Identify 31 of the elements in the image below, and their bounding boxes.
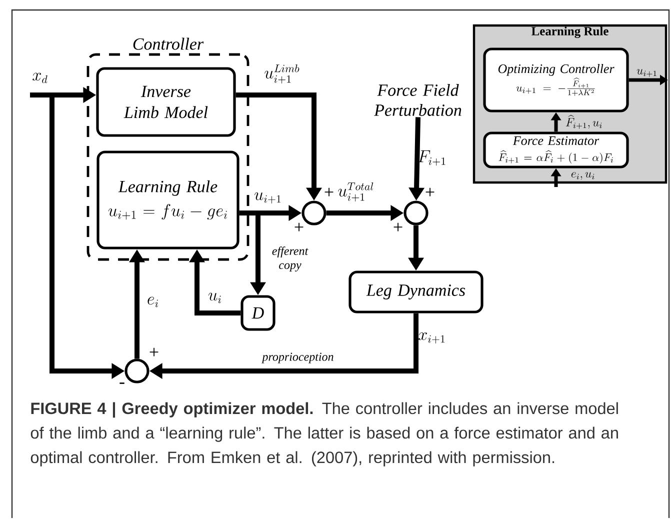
edge-label: $\widehat{F}_{i+1}, u_i$ (566, 114, 602, 129)
process-box: Learning Rule $u_{i+1} = fu_i - ge_i$ (96, 150, 240, 250)
input-label: Force Field Perturbation (374, 84, 462, 116)
summing-junction (404, 200, 428, 226)
sign-label: + (394, 222, 402, 232)
caption: FIGURE 4 | Greedy optimizer model. The controller includes an inverse model of the limb and a “learning rule”. The latter is based on a force estimator and an optimal controller. From Emken et al. (2007), reprinted with permission. (30, 402, 618, 466)
edge-label: $x_{i+1}$ (418, 332, 445, 344)
sign-label: - (120, 382, 124, 384)
process-box: Leg Dynamics (348, 270, 484, 314)
sign-label: + (294, 222, 304, 232)
edge-label: $F_{i+1}$ (418, 150, 446, 166)
sign-label: + (150, 348, 158, 356)
edge-label: $x_d$ (32, 72, 48, 84)
process-box: Force Estimator $\widehat{F}_{i+1} = \alpha\widehat{F}_i + (1-\alpha)F_i$ (483, 132, 629, 168)
sign-label: + (324, 188, 334, 196)
edge-label: $e_i, u_i$ (571, 172, 594, 180)
edge-label: $u_i$ (208, 292, 221, 304)
process-box: Inverse Limb Model (96, 67, 236, 137)
signal-label: proprioception (262, 352, 334, 364)
edge-label: efferent copy (265, 245, 315, 273)
process-box: Optimizing Controller $u_{i+1} = -\frac{\widehat{F}_{i+1}}{1+\lambda K^2}$ (483, 48, 629, 112)
edge-label: $u^{Limb}_{i+1}$ (264, 64, 300, 84)
edge-label: $u_{i+1}$ (636, 68, 656, 77)
summing-junction (124, 358, 150, 384)
process-box: D (240, 295, 276, 331)
node-label: Controller (133, 38, 204, 50)
sign-label: + (426, 188, 434, 196)
edge-label: $u_{i+1}$ (254, 192, 281, 204)
summing-junction (302, 200, 326, 226)
edge-label: $u^{Total}_{i+1}$ (338, 182, 374, 202)
edge-label: $e_i$ (148, 296, 158, 308)
